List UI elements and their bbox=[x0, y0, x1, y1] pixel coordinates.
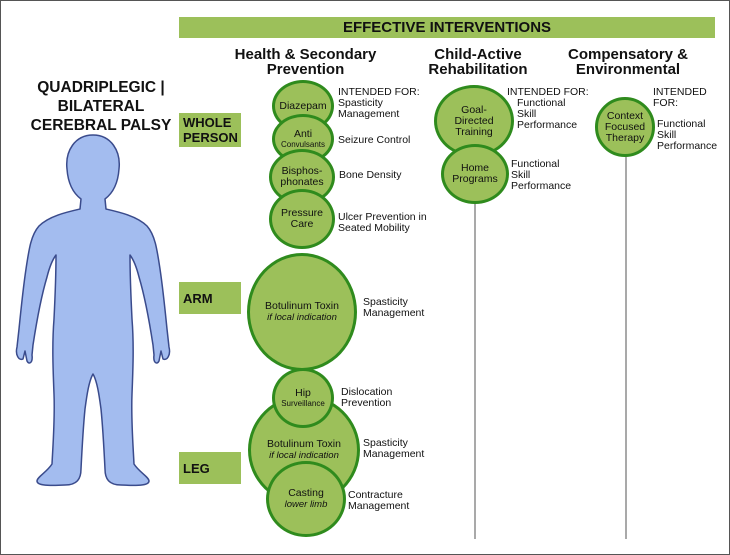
intervention-name: Directed bbox=[454, 114, 494, 127]
purpose-line: Performance bbox=[517, 119, 578, 131]
intervention-pressure-care: Pressure Care bbox=[269, 189, 335, 249]
intervention-name: Training bbox=[455, 125, 493, 138]
intervention-qualifier: if local indication bbox=[267, 312, 337, 323]
intervention-name: Botulinum Toxin bbox=[267, 438, 341, 450]
column-header-line: Rehabilitation bbox=[428, 61, 528, 78]
goal-directed-training-purpose: INTENDED FOR: Functional Skill Performan… bbox=[507, 87, 589, 131]
intervention-name: Home bbox=[460, 162, 489, 174]
purpose-line: Management bbox=[363, 307, 425, 319]
context-focused-therapy-purpose: INTENDED FOR: Functional Skill Performan… bbox=[653, 87, 729, 152]
intervention-subname: Surveillance bbox=[281, 399, 325, 408]
purpose-line: Skill bbox=[517, 108, 537, 120]
intervention-name: Hip bbox=[295, 387, 311, 399]
intervention-name: phonates bbox=[280, 176, 324, 188]
intended-for-label: INTENDED FOR: bbox=[653, 86, 707, 109]
column-header-health-secondary-prevention: Health & Secondary Prevention bbox=[223, 47, 388, 77]
purpose-line: Management bbox=[348, 500, 410, 512]
compensatory-column-line bbox=[625, 99, 627, 539]
anticonvulsants-purpose: Seizure Control bbox=[338, 135, 410, 146]
purpose-line: Functional bbox=[517, 97, 566, 109]
region-label-line: WHOLE bbox=[183, 115, 232, 130]
diagnosis-title: QUADRIPLEGIC | BILATERAL CEREBRAL PALSY bbox=[15, 78, 187, 135]
region-whole-person: WHOLE PERSON bbox=[179, 113, 241, 147]
child-active-column-line bbox=[474, 99, 476, 539]
intervention-casting: Casting lower limb bbox=[266, 461, 346, 537]
region-label-line: PERSON bbox=[183, 130, 238, 145]
region-arm: ARM bbox=[179, 282, 241, 314]
intervention-name: Diazepam bbox=[279, 99, 327, 112]
purpose-line: Ulcer Prevention in bbox=[338, 211, 427, 223]
column-header-line: Environmental bbox=[575, 61, 681, 78]
intervention-home-programs: Home Programs bbox=[441, 144, 509, 204]
purpose-line: Functional bbox=[511, 158, 560, 170]
intervention-name: Programs bbox=[452, 173, 498, 185]
purpose-line: Prevention bbox=[341, 397, 392, 409]
purpose-line: Skill bbox=[657, 129, 677, 141]
home-programs-purpose: Functional Skill Performance bbox=[511, 159, 571, 192]
purpose-line: Management bbox=[338, 108, 400, 120]
region-leg: LEG bbox=[179, 452, 241, 484]
intervention-name: Context bbox=[606, 109, 644, 122]
pressure-care-purpose: Ulcer Prevention in Seated Mobility bbox=[338, 212, 427, 234]
region-label-line: LEG bbox=[183, 460, 210, 476]
purpose-line: Bone Density bbox=[339, 169, 402, 181]
intervention-name: Care bbox=[290, 218, 314, 230]
casting-purpose: Contracture Management bbox=[348, 490, 409, 512]
intervention-name: Pressure bbox=[280, 207, 323, 219]
intervention-name: Bisphos- bbox=[281, 165, 323, 177]
column-header-child-active-rehabilitation: Child-Active Rehabilitation bbox=[413, 47, 543, 77]
intervention-name: Botulinum Toxin bbox=[265, 300, 339, 312]
diagnosis-title-line: BILATERAL bbox=[57, 98, 145, 115]
diagnosis-title-line: QUADRIPLEGIC | bbox=[37, 79, 165, 96]
column-header-compensatory-environmental: Compensatory & Environmental bbox=[553, 47, 703, 77]
intervention-qualifier: if local indication bbox=[269, 450, 339, 461]
intervention-name: Therapy bbox=[605, 131, 645, 144]
purpose-line: Skill bbox=[511, 169, 531, 181]
intervention-name: Goal- bbox=[461, 103, 487, 116]
botulinum-toxin-arm-purpose: Spasticity Management bbox=[363, 297, 424, 319]
purpose-line: Spasticity bbox=[363, 437, 408, 449]
purpose-line: Contracture bbox=[348, 489, 403, 501]
child-body-silhouette bbox=[15, 134, 171, 487]
bisphosphonates-purpose: Bone Density bbox=[339, 170, 401, 181]
column-header-line: Prevention bbox=[266, 61, 345, 78]
intervention-name: Anti bbox=[293, 128, 313, 140]
botulinum-toxin-leg-purpose: Spasticity Management bbox=[363, 438, 424, 460]
purpose-line: Performance bbox=[657, 140, 718, 152]
column-header-line: Child-Active bbox=[434, 46, 522, 63]
diazepam-purpose: INTENDED FOR: Spasticity Management bbox=[338, 87, 420, 120]
purpose-line: Management bbox=[363, 448, 425, 460]
intervention-name: Focused bbox=[604, 120, 646, 133]
purpose-line: Functional bbox=[657, 118, 706, 130]
intended-for-label: INTENDED FOR: bbox=[338, 86, 420, 98]
diagnosis-title-line: CEREBRAL PALSY bbox=[30, 117, 172, 134]
column-header-line: Health & Secondary bbox=[234, 46, 377, 63]
purpose-line: Dislocation bbox=[341, 386, 393, 398]
intervention-context-focused-therapy: Context Focused Therapy bbox=[595, 97, 655, 157]
intervention-botulinum-toxin-arm: Botulinum Toxin if local indication bbox=[247, 253, 357, 371]
hip-surveillance-purpose: Dislocation Prevention bbox=[341, 387, 392, 409]
intervention-subname: Convulsants bbox=[280, 140, 326, 149]
intended-for-label: INTENDED FOR: bbox=[507, 86, 589, 98]
child-body-figure bbox=[15, 134, 171, 487]
purpose-line: Seated Mobility bbox=[338, 222, 410, 234]
region-label-line: ARM bbox=[183, 290, 213, 306]
intervention-name: Casting bbox=[288, 487, 324, 499]
purpose-line: Performance bbox=[511, 180, 572, 192]
intervention-hip-surveillance: Hip Surveillance bbox=[272, 368, 334, 428]
purpose-line: Spasticity bbox=[338, 97, 383, 109]
column-header-line: Compensatory & bbox=[567, 46, 689, 63]
banner-effective-interventions: EFFECTIVE INTERVENTIONS bbox=[179, 17, 715, 38]
purpose-line: Seizure Control bbox=[338, 134, 411, 146]
purpose-line: Spasticity bbox=[363, 296, 408, 308]
intervention-qualifier: lower limb bbox=[284, 499, 328, 510]
